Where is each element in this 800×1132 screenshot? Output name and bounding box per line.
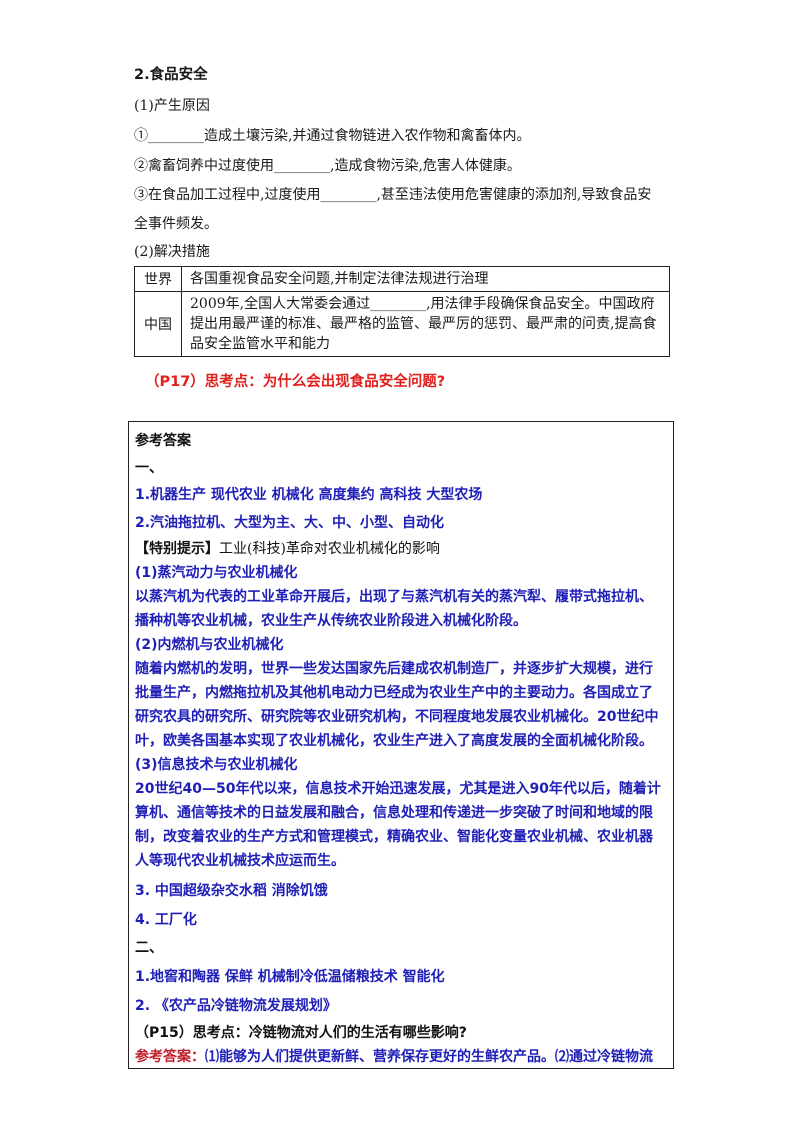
tip-2-line: 研究农具的研究所、研究院等农业研究机构，不同程度地发展农业机械化。20世纪中 xyxy=(135,709,659,725)
cause-3-line-1: ③在食品加工过程中,过度使用________,甚至违法使用危害健康的添加剂,导致… xyxy=(134,187,652,203)
table-row: 世界 各国重视食品安全问题,并制定法律法规进行治理 xyxy=(134,266,670,292)
answer-3: 3. 中国超级杂交水稻 消除饥饿 xyxy=(135,883,328,899)
tip-1-line: 播种机等农业机械，农业生产从传统农业阶段进入机械化阶段。 xyxy=(135,613,527,629)
cause-1: ①________造成土壤污染,并通过食物链进入农作物和禽畜体内。 xyxy=(134,128,531,144)
part-one-label: 一、 xyxy=(135,460,163,476)
tip-2-line: 叶，欧美各国基本实现了农业机械化，农业生产进入了高度发展的全面机械化阶段。 xyxy=(135,733,653,749)
part-two-label: 二、 xyxy=(135,940,163,956)
tip-text: 工业(科技)革命对农业机械化的影响 xyxy=(219,541,440,557)
tip-3-heading: (3)信息技术与农业机械化 xyxy=(135,757,298,773)
tip-label: 【特别提示】 xyxy=(135,541,219,557)
tip-3-line: 人等现代农业机械技术应运而生。 xyxy=(135,853,345,869)
p15-thinking-point: （P15）思考点：冷链物流对人们的生活有哪些影响? xyxy=(135,1025,467,1041)
table-row: 中国 2009年,全国人大常委会通过________,用法律手段确保食品安全。中… xyxy=(134,291,670,357)
answer-b2: 2. 《农产品冷链物流发展规划》 xyxy=(135,998,337,1014)
tip-1-line: 以蒸汽机为代表的工业革命开展后，出现了与蒸汽机有关的蒸汽犁、履带式拖拉机、 xyxy=(135,589,653,605)
cause-3-line-2: 全事件频发。 xyxy=(134,216,218,232)
tip-3-line: 算机、通信等技术的日益发展和融合，信息处理和传递进一步突破了时间和地域的限 xyxy=(135,805,653,821)
final-answer: 参考答案：⑴能够为人们提供更新鲜、营养保存更好的生鲜农产品。⑵通过冷链物流 xyxy=(135,1046,653,1066)
answer-1: 1.机器生产 现代农业 机械化 高度集约 高科技 大型农场 xyxy=(135,487,483,503)
tip-2-heading: (2)内燃机与农业机械化 xyxy=(135,637,284,653)
answer-heading: 参考答案 xyxy=(135,433,191,449)
answer-4: 4. 工厂化 xyxy=(135,912,197,928)
cause-2: ②禽畜饲养中过度使用________,造成食物污染,危害人体健康。 xyxy=(134,158,521,174)
tip-1-heading: (1)蒸汽动力与农业机械化 xyxy=(135,565,298,581)
row-content: 2009年,全国人大常委会通过________,用法律手段确保食品安全。中国政府… xyxy=(181,291,670,357)
row-label: 世界 xyxy=(134,266,182,292)
answer-2: 2.汽油拖拉机、大型为主、大、中、小型、自动化 xyxy=(135,515,445,531)
measures-heading: (2)解决措施 xyxy=(134,244,210,260)
section-title: 2.食品安全 xyxy=(134,67,208,83)
row-label: 中国 xyxy=(134,291,182,357)
tip-2-line: 随着内燃机的发明，世界一些发达国家先后建成农机制造厂，并逐步扩大规模，进行 xyxy=(135,661,653,677)
causes-heading: (1)产生原因 xyxy=(134,98,210,114)
row-content: 各国重视食品安全问题,并制定法律法规进行治理 xyxy=(181,266,670,292)
final-answer-label: 参考答案： xyxy=(135,1049,205,1065)
thinking-point: （P17）思考点：为什么会出现食品安全问题? xyxy=(145,374,446,390)
measures-table: 世界 各国重视食品安全问题,并制定法律法规进行治理 中国 2009年,全国人大常… xyxy=(134,266,670,357)
answer-b1: 1.地窖和陶器 保鲜 机械制冷低温储粮技术 智能化 xyxy=(135,969,445,985)
tip-3-line: 20世纪40—50年代以来，信息技术开始迅速发展，尤其是进入90年代以后，随着计 xyxy=(135,781,661,797)
answer-box: 参考答案 一、 1.机器生产 现代农业 机械化 高度集约 高科技 大型农场 2.… xyxy=(128,421,674,1069)
tip-3-line: 制，改变着农业的生产方式和管理模式，精确农业、智能化变量农业机械、农业机器 xyxy=(135,829,653,845)
tip-2-line: 批量生产，内燃拖拉机及其他机电动力已经成为农业生产中的主要动力。各国成立了 xyxy=(135,685,653,701)
final-answer-text: ⑴能够为人们提供更新鲜、营养保存更好的生鲜农产品。⑵通过冷链物流 xyxy=(205,1049,653,1065)
special-tip: 【特别提示】工业(科技)革命对农业机械化的影响 xyxy=(135,538,440,558)
